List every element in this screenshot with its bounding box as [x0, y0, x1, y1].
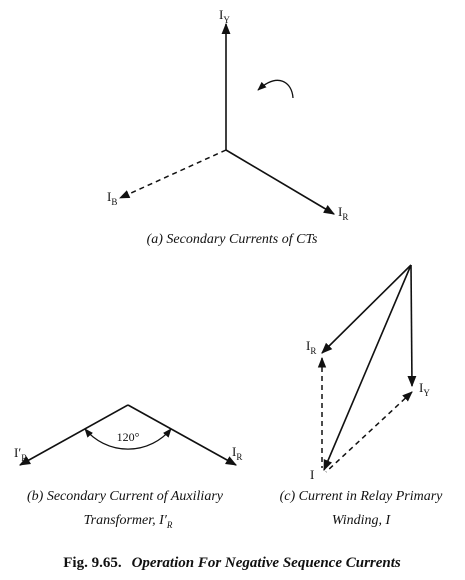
- label-ir-a: IR: [338, 204, 348, 222]
- dashed-iy-translate: [325, 391, 413, 473]
- panel-b-diagram: I′R IR 120° (b) Secondary Current of Aux…: [14, 404, 242, 530]
- label-ir-b: IR: [232, 444, 242, 462]
- label-ir-c: IR: [306, 338, 316, 356]
- phasor-ir-a: [225, 149, 335, 215]
- angle-label: 120°: [117, 430, 140, 444]
- label-irp-b: I′R: [14, 445, 27, 463]
- caption-panel-b-line1: (b) Secondary Current of Auxiliary: [27, 489, 224, 504]
- phasor-ir-c: [321, 264, 412, 354]
- angle-arc-120: [84, 428, 172, 450]
- caption-panel-c-line1: (c) Current in Relay Primary: [280, 489, 444, 504]
- panel-c-diagram: IR IY I (c) Current in Relay Primary Win…: [280, 264, 444, 528]
- phasor-iy-c: [407, 264, 417, 388]
- label-iy-a: IY: [219, 7, 230, 25]
- label-ib-a: IB: [107, 189, 117, 207]
- figure-caption: Fig. 9.65. Operation For Negative Sequen…: [63, 554, 401, 571]
- caption-panel-c-line2: Winding, I: [332, 513, 392, 528]
- label-i-c: I: [310, 467, 314, 482]
- panel-a-diagram: IY IB IR (a) Secondary Currents of CTs: [107, 7, 348, 247]
- phasor-irp-b: [19, 404, 129, 466]
- figure-number: Fig. 9.65.: [63, 555, 122, 571]
- phasor-i-c: [323, 264, 412, 472]
- phasor-ir-b: [127, 404, 237, 466]
- rotation-arrow-icon: [257, 79, 294, 99]
- caption-panel-a: (a) Secondary Currents of CTs: [147, 232, 318, 247]
- phasor-ib-a: [119, 149, 227, 199]
- figure-title: Operation For Negative Sequence Currents: [132, 555, 401, 571]
- label-iy-c: IY: [419, 380, 430, 398]
- caption-panel-b-line2: Transformer, I′R: [84, 513, 173, 530]
